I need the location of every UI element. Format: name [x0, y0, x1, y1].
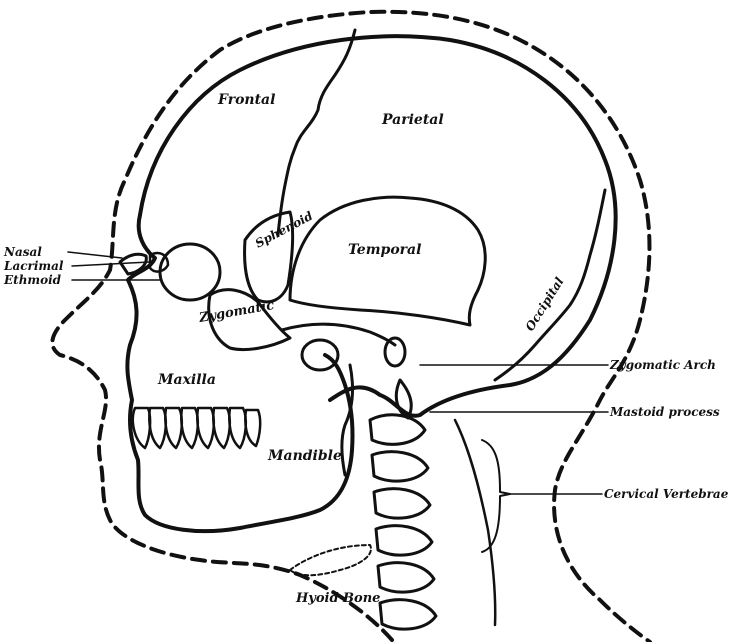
- label-maxilla: Maxilla: [157, 372, 216, 388]
- label-temporal: Temporal: [348, 242, 421, 258]
- orbit: [160, 244, 220, 300]
- teeth: [133, 408, 260, 448]
- label-cervical-vertebrae: Cervical Vertebrae: [604, 487, 729, 501]
- temporal-outline: [290, 197, 485, 325]
- label-mastoid-process: Mastoid process: [609, 405, 720, 419]
- ear-canal: [385, 338, 405, 366]
- coronal-suture: [278, 30, 355, 235]
- label-frontal: Frontal: [217, 92, 275, 108]
- label-zygomatic-arch: Zygomatic Arch: [609, 358, 716, 372]
- label-nasal: Nasal: [3, 245, 42, 259]
- label-parietal: Parietal: [381, 112, 444, 128]
- condyle: [302, 340, 338, 370]
- neck-line: [455, 420, 495, 625]
- skull-outline: [140, 36, 616, 416]
- label-ethmoid: Ethmoid: [3, 273, 62, 287]
- label-occipital: Occipital: [523, 275, 567, 334]
- label-sphenoid: Sphenoid: [253, 208, 316, 250]
- cervical-bracket: [482, 440, 510, 552]
- label-hyoid-bone: Hyoid Bone: [295, 591, 380, 606]
- zygomatic-arch: [282, 324, 395, 345]
- hyoid-bone: [290, 545, 371, 575]
- label-mandible: Mandible: [267, 448, 342, 464]
- label-lacrimal: Lacrimal: [3, 259, 64, 273]
